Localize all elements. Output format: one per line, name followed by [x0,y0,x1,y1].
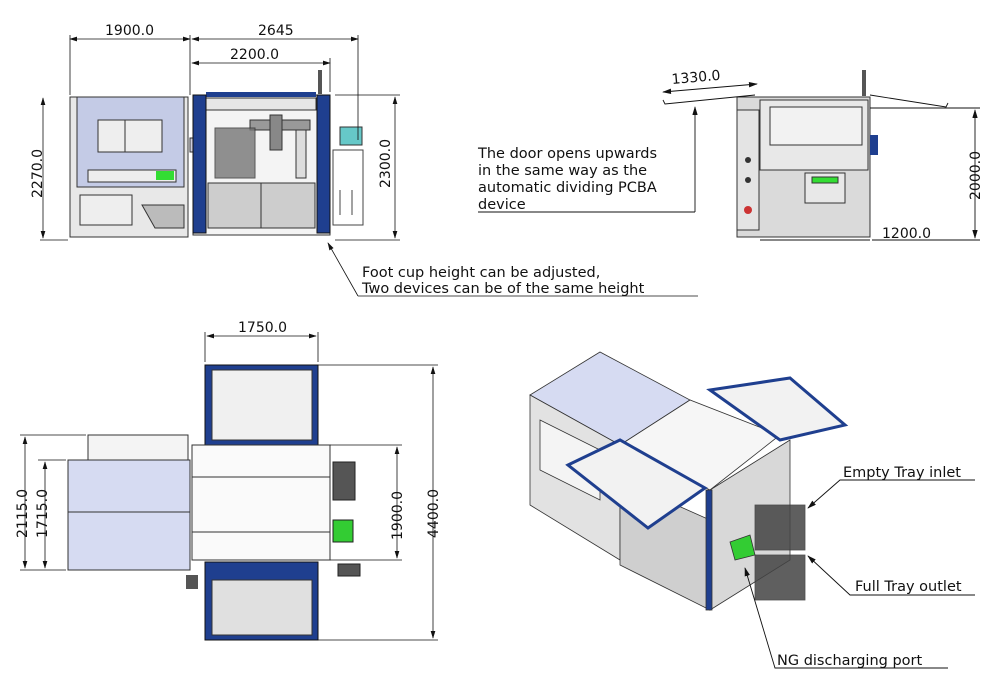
dim-left-depth: 2115.0 [15,489,31,538]
dim-overall-depth: 4400.0 [426,489,442,538]
tray-racks [754,504,806,601]
door-note-line1: The door opens upwards [477,146,657,162]
dim-door-span: 1330.0 [671,68,721,88]
label-ng-discharging-port: NG discharging port [777,653,923,669]
front-dimensions [40,35,698,297]
dim-side-depth: 1200.0 [882,226,931,242]
top-view: 1750.0 1900.0 4400.0 2115.0 1715.0 [15,320,442,641]
dim-door-width: 1750.0 [238,320,287,336]
foot-cup-note-line1: Foot cup height can be adjusted, [362,265,600,281]
dim-left-width: 1900.0 [105,23,154,39]
foot-cup-note-line2: Two devices can be of the same height [361,281,645,297]
monitor [339,126,363,146]
label-empty-tray-inlet: Empty Tray inlet [843,465,961,481]
dim-left-height: 2270.0 [30,149,46,198]
dim-right-width: 2200.0 [230,47,279,63]
dim-left-inner-depth: 1715.0 [35,489,51,538]
dim-side-height: 2000.0 [968,151,984,200]
green-indicator [156,171,174,180]
isometric-view: Empty Tray inlet Full Tray outlet NG dis… [529,351,975,669]
front-view: 1900.0 2645 2200.0 2270.0 2300.0 Foot cu… [30,23,698,297]
door-note-line3: automatic dividing PCBA [478,180,657,196]
left-machine-front [69,96,216,238]
door-note-line4: device [478,197,526,213]
dim-right-height: 2300.0 [378,139,394,188]
dim-body-depth: 1900.0 [390,491,406,540]
signal-tower [318,70,322,94]
label-full-tray-outlet: Full Tray outlet [855,579,962,595]
top-dimensions [20,332,438,641]
dim-overall-width: 2645 [258,23,294,39]
iso-leaders [744,479,975,669]
right-machine-front [192,70,364,236]
side-view: 1330.0 2000.0 1200.0 The door opens upwa… [477,68,984,242]
side-dimensions [478,81,980,241]
door-note-line2: in the same way as the [478,163,647,179]
